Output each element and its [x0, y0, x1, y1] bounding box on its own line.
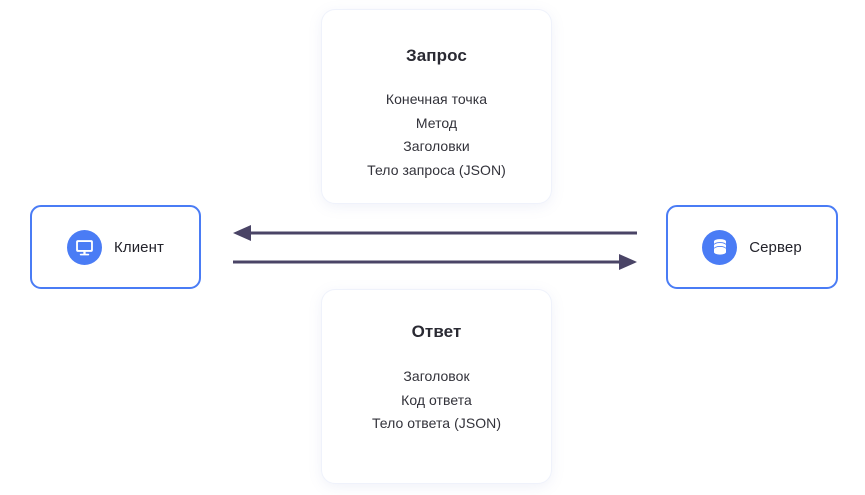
list-item: Конечная точка	[385, 91, 488, 107]
node-client-label: Клиент	[114, 238, 164, 256]
card-response: Ответ Заголовок Код ответа Тело ответа (…	[322, 290, 551, 483]
database-icon	[702, 229, 738, 265]
card-response-list: Заголовок Код ответа Тело ответа (JSON)	[322, 365, 551, 436]
monitor-icon	[67, 229, 103, 265]
node-server-content: Сервер	[702, 229, 802, 265]
card-request-list: Конечная точка Метод Заголовки Тело запр…	[322, 88, 551, 182]
node-client[interactable]: Клиент	[30, 205, 201, 289]
list-item: Заголовок	[403, 368, 470, 384]
arrow-request-client-to-server	[233, 254, 637, 270]
node-server[interactable]: Сервер	[666, 205, 838, 289]
list-item: Метод	[415, 114, 458, 131]
card-request: Запрос Конечная точка Метод Заголовки Те…	[322, 10, 551, 203]
arrow-response-server-to-client	[233, 225, 637, 241]
node-server-label: Сервер	[749, 238, 802, 256]
node-client-content: Клиент	[67, 229, 164, 265]
card-request-title: Запрос	[406, 46, 467, 65]
list-item: Тело запроса (JSON)	[367, 161, 506, 178]
list-item: Тело ответа (JSON)	[371, 415, 502, 431]
list-item: Код ответа	[401, 391, 472, 408]
card-response-title: Ответ	[411, 322, 462, 341]
list-item: Заголовки	[403, 138, 470, 154]
